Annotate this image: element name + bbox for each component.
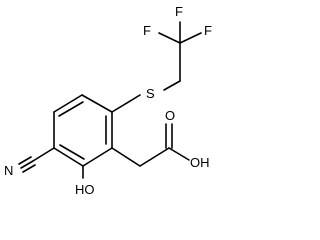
s-c-bond — [163, 80, 181, 91]
ring-bond-inner — [59, 144, 85, 160]
ring-bond-inner — [58, 101, 84, 117]
nitrogen-label: N — [4, 163, 13, 178]
fluorine-label: F — [143, 23, 151, 38]
c-f-bond — [179, 32, 202, 44]
ch2-c-bond — [139, 147, 170, 167]
structure-diagram: F F F S N HO O OH — [4, 4, 212, 197]
c-s-bond — [111, 94, 141, 113]
molecule-drawing: F F F S N HO O OH — [4, 4, 212, 197]
nitrile-triple-bond — [18, 156, 32, 165]
ring-bond — [53, 94, 83, 113]
c-ch2-bond — [111, 147, 141, 167]
c-cn-bond — [32, 147, 55, 162]
atom-labels: F F F S N HO O OH — [4, 4, 212, 197]
bond-lines — [18, 21, 202, 179]
hydroxyl-label: HO — [75, 182, 95, 197]
ring-bond — [82, 147, 113, 167]
acid-hydroxyl-label: OH — [190, 155, 210, 170]
nitrile-triple-bond — [22, 164, 36, 173]
ring-bond — [53, 147, 84, 167]
c-oh-acid-bond — [168, 147, 190, 161]
fluorine-label: F — [175, 4, 183, 19]
ring-bond — [81, 94, 113, 113]
carbonyl-oxygen-label: O — [165, 108, 175, 123]
sulfur-label: S — [146, 86, 155, 101]
fluorine-label: F — [204, 23, 212, 38]
c-f-bond — [158, 32, 181, 44]
nitrile-triple-bond — [20, 160, 34, 169]
